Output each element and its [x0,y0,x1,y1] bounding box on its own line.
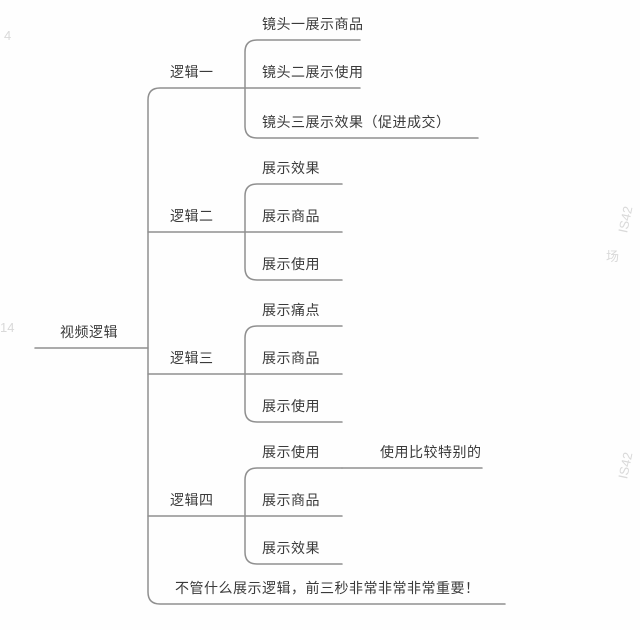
child-node: 展示使用 [262,398,320,414]
child-node: 展示效果 [262,540,320,556]
grandchild-node: 使用比较特别的 [380,444,482,460]
watermark-text: 4 [4,28,12,43]
child-node: 镜头二展示使用 [262,64,364,80]
branch-node-logic1: 逻辑一 [170,64,214,80]
branch-node-logic2: 逻辑二 [170,208,214,224]
root-node: 视频逻辑 [60,324,118,340]
child-node: 展示痛点 [262,302,320,318]
group1-bracket [244,39,479,139]
spine-line [147,87,506,605]
watermark-text: 场 [606,249,620,264]
child-node: 展示使用 [262,256,320,272]
child-node: 展示使用 [262,444,320,460]
watermark-text: 14 [0,320,15,335]
child-node: 镜头一展示商品 [262,16,364,32]
branch-node-logic3: 逻辑三 [170,350,214,366]
child-node: 展示商品 [262,350,320,366]
child-node: 镜头三展示效果（促进成交） [262,114,451,130]
child-node: 展示商品 [262,492,320,508]
child-node: 展示效果 [262,160,320,176]
branch-node-logic4: 逻辑四 [170,492,214,508]
note-node: 不管什么展示逻辑，前三秒非常非常非常重要！ [175,580,480,596]
child-node: 展示商品 [262,208,320,224]
